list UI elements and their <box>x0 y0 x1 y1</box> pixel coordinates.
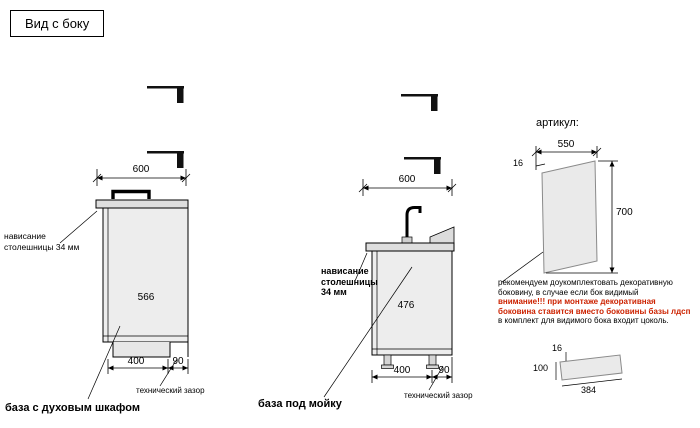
panel-note-warning-line: внимание!!! при монтаже декоративная <box>498 297 656 307</box>
panel-note-line: рекомендуем доукомплектовать декоративну… <box>498 278 673 287</box>
cabinet-body <box>371 250 453 356</box>
page-title: Вид с боку <box>10 10 105 37</box>
leader-note <box>501 251 544 283</box>
oven-overhang-note-line: нависание <box>4 231 46 241</box>
article-heading: артикул: <box>536 117 579 129</box>
sink-overhang-note: нависание столешницы 34 мм <box>321 266 378 298</box>
oven-plinth-label: 400 <box>127 356 145 367</box>
plinth-length-label: 384 <box>581 385 597 395</box>
leader-lines-oven <box>59 210 178 400</box>
sink-edge <box>429 226 455 244</box>
panel-note: рекомендуем доукомплектовать декоративну… <box>498 278 690 326</box>
oven-top-width-label: 600 <box>132 164 150 175</box>
plinth-thickness-label: 16 <box>552 343 563 353</box>
oven-cabinet <box>95 189 189 358</box>
decor-side-panel <box>541 160 598 274</box>
mounting-bracket-icon <box>401 94 438 111</box>
cabinet-body <box>102 207 189 343</box>
oven-gap-label: технический зазор <box>136 386 205 395</box>
panel-thickness-label: 16 <box>513 158 524 168</box>
sink-gap-dim-label: 90 <box>438 365 450 376</box>
mounting-bracket-icon <box>404 157 441 174</box>
plinth <box>112 342 171 358</box>
faucet-icon <box>405 206 422 241</box>
oven-gap-dim-label: 90 <box>172 356 184 367</box>
panel-note-line: боковину, в случае если бок видимый <box>498 287 639 297</box>
oven-handle-icon <box>111 189 151 199</box>
dim-top-width-oven <box>92 169 191 186</box>
panel-height-label: 700 <box>616 207 633 218</box>
sink-overhang-note-line: 34 мм <box>321 287 347 297</box>
countertop <box>365 242 455 252</box>
mounting-bracket-icon <box>147 151 184 168</box>
dim-top-width-sink <box>358 179 457 196</box>
panel-width-label: 550 <box>557 139 575 150</box>
sink-base-label: база под мойку <box>258 398 342 410</box>
oven-overhang-note-line: столешницы 34 мм <box>4 241 80 252</box>
dim-plinth-piece <box>555 352 623 387</box>
leader-lines-sink <box>323 252 444 398</box>
dim-panel-height <box>546 160 618 274</box>
mounting-bracket-icon <box>147 86 184 103</box>
panel-note-warning-line: боковина ставится вместо боковины базы л… <box>498 306 691 316</box>
cabinet-leg <box>381 354 439 369</box>
sink-cabinet <box>365 206 455 369</box>
oven-overhang-note: нависание столешницы 34 мм <box>4 231 79 252</box>
sink-depth-label: 476 <box>397 300 415 311</box>
sink-plinth-label: 400 <box>393 365 411 376</box>
sink-overhang-note-line: столешницы <box>321 276 378 287</box>
plinth-piece <box>559 354 623 381</box>
plinth-height-label: 100 <box>533 363 549 373</box>
panel-note-line: в комплект для видимого бока входит цоко… <box>498 316 669 326</box>
sink-gap-label: технический зазор <box>404 391 473 400</box>
sink-overhang-note-line: нависание <box>321 266 369 276</box>
countertop <box>95 199 189 209</box>
sink-top-width-label: 600 <box>398 174 416 185</box>
dim-bottom-sink <box>371 357 453 383</box>
oven-depth-label: 566 <box>137 292 155 303</box>
oven-base-label: база с духовым шкафом <box>5 402 140 414</box>
dim-panel-thickness-line <box>535 163 546 167</box>
